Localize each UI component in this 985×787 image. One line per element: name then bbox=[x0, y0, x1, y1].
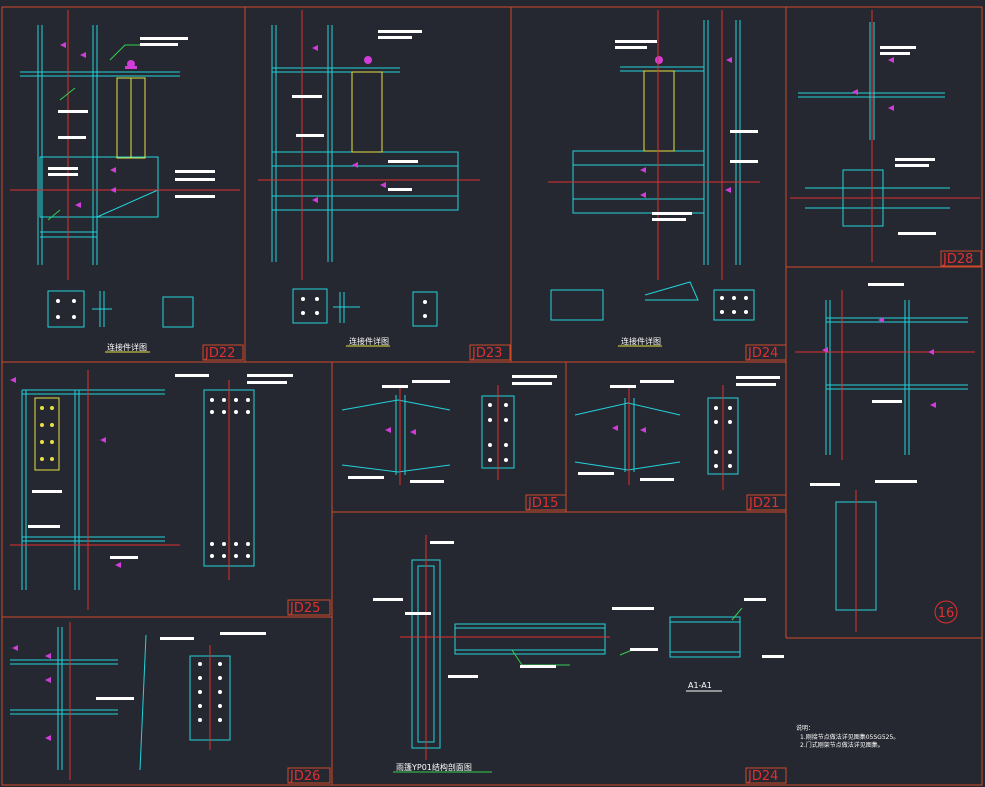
general-notes: 说明： 1.刚接节点做法详见图集05SG525。 2.门式刚架节点做法详见图集。 bbox=[796, 724, 899, 749]
detail-jd28: JD28 bbox=[790, 10, 982, 267]
detail-jd15: JD15 bbox=[341, 375, 567, 511]
jd26-tag: JD26 bbox=[289, 769, 320, 784]
detail-right-middle: 16 bbox=[795, 283, 975, 632]
section-a1-label: A1-A1 bbox=[688, 681, 712, 690]
detail-jd25: JD25 bbox=[10, 370, 331, 616]
jd24-top-caption: 连接件详图 bbox=[621, 336, 661, 346]
jd23-tag: JD23 bbox=[471, 346, 502, 361]
detail-jd24-bottom: 雨篷YP01结构剖面图 A1-A1 JD24 bbox=[373, 535, 787, 784]
jd28-tag: JD28 bbox=[942, 252, 973, 267]
notes-title: 说明： bbox=[796, 724, 814, 732]
detail-jd23: 连接件详图 JD23 bbox=[258, 10, 511, 361]
detail-jd22: 连接件详图 JD22 bbox=[10, 10, 244, 361]
jd24-bottom-caption: 雨篷YP01结构剖面图 bbox=[396, 762, 472, 772]
sheet-number: 16 bbox=[938, 606, 955, 621]
detail-jd24-top: 连接件详图 JD24 bbox=[548, 10, 787, 361]
jd22-tag: JD22 bbox=[204, 346, 235, 361]
jd23-caption: 连接件详图 bbox=[349, 336, 389, 346]
jd24-top-tag: JD24 bbox=[747, 346, 778, 361]
sheet-frame bbox=[1, 6, 983, 786]
notes-line-1: 1.刚接节点做法详见图集05SG525。 bbox=[800, 733, 899, 741]
jd21-tag: JD21 bbox=[748, 496, 779, 511]
detail-jd21: JD21 bbox=[574, 376, 787, 511]
notes-line-2: 2.门式刚架节点做法详见图集。 bbox=[800, 741, 884, 749]
jd25-tag: JD25 bbox=[289, 601, 320, 616]
detail-jd26: JD26 bbox=[10, 622, 331, 784]
jd15-tag: JD15 bbox=[527, 496, 558, 511]
jd24-bottom-tag: JD24 bbox=[747, 769, 778, 784]
jd22-caption: 连接件详图 bbox=[107, 342, 147, 352]
